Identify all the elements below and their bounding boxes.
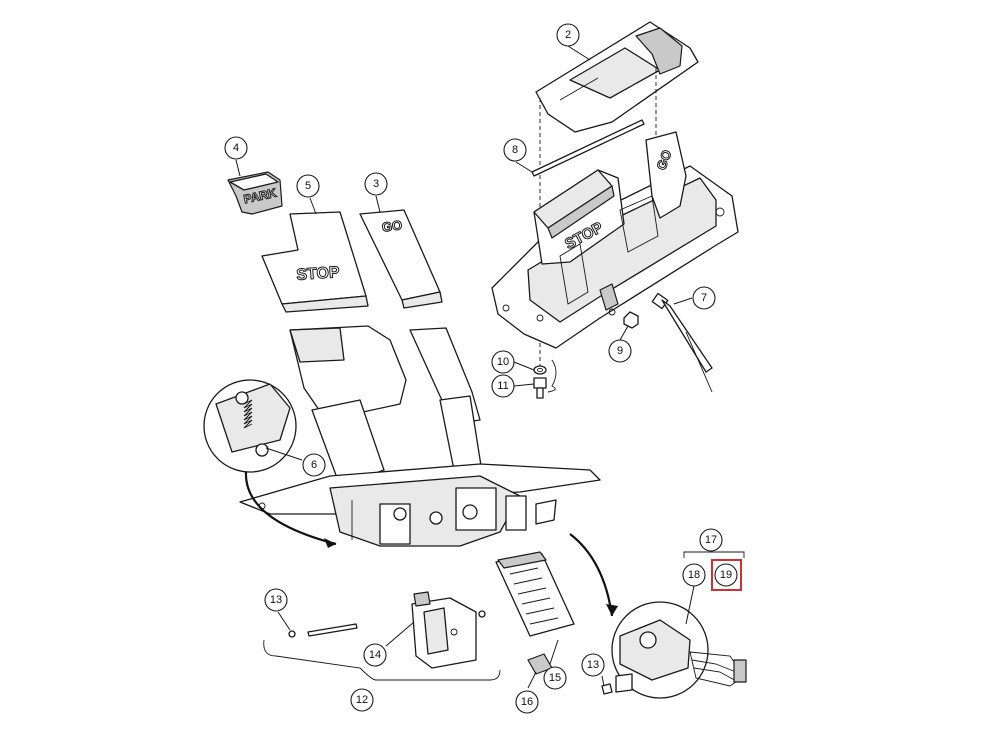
stop-cover-label: STOP — [296, 264, 341, 284]
leader-lines — [235, 45, 695, 689]
part-12-pedal-assembly — [239, 325, 601, 547]
svg-text:6: 6 — [311, 459, 317, 471]
arrow-head — [606, 604, 618, 616]
part-4-park-cover: PARK — [227, 171, 283, 215]
callout-6: 6 — [302, 453, 326, 477]
svg-text:13: 13 — [270, 594, 282, 606]
callout-16: 16 — [515, 690, 539, 714]
callout-7: 7 — [692, 286, 716, 310]
part-2-top-cover — [535, 21, 699, 133]
svg-text:2: 2 — [565, 29, 571, 41]
svg-text:16: 16 — [521, 696, 533, 708]
svg-text:8: 8 — [512, 144, 518, 156]
callout-9: 9 — [608, 339, 632, 363]
bracket-10-11 — [547, 359, 557, 393]
part-5-stop-cover: STOP — [261, 211, 369, 313]
svg-text:5: 5 — [305, 180, 311, 192]
part-6-spring-detail — [203, 379, 297, 473]
callout-11: 11 — [491, 374, 515, 398]
svg-text:14: 14 — [369, 649, 381, 661]
part-15-spring-cage — [495, 551, 575, 637]
svg-text:10: 10 — [497, 356, 509, 368]
callout-4: 4 — [224, 136, 248, 160]
part-3-go-cover: GO — [359, 209, 443, 309]
part-13-screw — [601, 683, 613, 695]
go-cover-label: GO — [381, 217, 403, 235]
part-11-screw — [533, 377, 547, 399]
callout-13-left: 13 — [264, 588, 288, 612]
svg-text:19: 19 — [720, 569, 732, 581]
detail-arrow-17 — [569, 533, 614, 617]
part-8-gasket — [531, 119, 645, 177]
bracket-12 — [263, 639, 501, 681]
svg-text:13: 13 — [587, 659, 599, 671]
callout-3: 3 — [364, 172, 388, 196]
part-9-nut — [623, 311, 639, 329]
svg-text:9: 9 — [617, 345, 623, 357]
callout-14: 14 — [363, 643, 387, 667]
callout-13-right: 13 — [581, 653, 605, 677]
svg-text:3: 3 — [373, 178, 379, 190]
callout-10: 10 — [491, 350, 515, 374]
part-17-switch-assembly — [611, 601, 747, 699]
svg-text:12: 12 — [356, 694, 368, 706]
go-pedal-label: GO — [653, 148, 674, 172]
svg-text:18: 18 — [688, 569, 700, 581]
callout-8: 8 — [503, 138, 527, 162]
svg-text:11: 11 — [497, 380, 508, 392]
part-14-bracket — [411, 591, 486, 669]
callout-5: 5 — [296, 174, 320, 198]
callout-2: 2 — [556, 23, 580, 47]
part-7-bolt — [651, 292, 713, 393]
part-10-washer — [533, 365, 547, 375]
callout-17: 17 — [699, 528, 723, 552]
svg-text:7: 7 — [701, 292, 707, 304]
svg-text:4: 4 — [233, 142, 239, 154]
callout-12: 12 — [350, 688, 374, 712]
svg-text:15: 15 — [549, 672, 561, 684]
detail-arrow-6 — [244, 471, 337, 546]
arrow-head — [324, 538, 336, 548]
highlight-box-19 — [711, 559, 742, 591]
pedal-box: STOP GO — [491, 131, 739, 349]
bracket-17 — [683, 551, 745, 558]
svg-text:17: 17 — [705, 534, 717, 546]
callout-19: 19 — [714, 563, 738, 587]
callout-15: 15 — [543, 666, 567, 690]
part-13-pin — [288, 623, 358, 638]
callout-18: 18 — [682, 563, 706, 587]
